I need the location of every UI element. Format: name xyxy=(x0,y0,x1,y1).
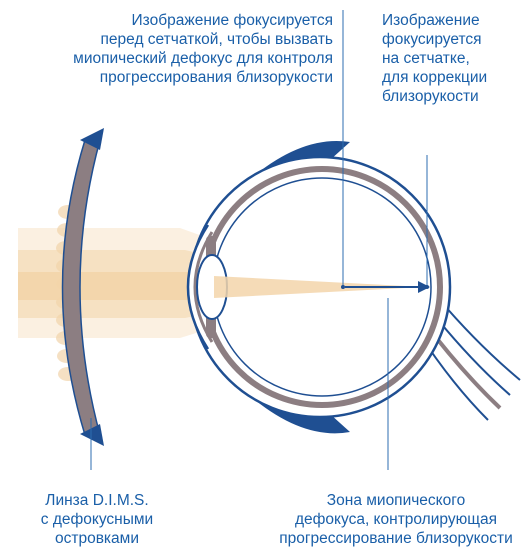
retina-focus-label: Изображение фокусируется на сетчатке, дл… xyxy=(382,11,531,106)
myopic-focus-label: Изображение фокусируется перед сетчаткой… xyxy=(3,11,333,87)
focus-point-retina xyxy=(425,285,429,289)
defocus-zone-label: Зона миопического дефокуса, контролирующ… xyxy=(262,491,530,548)
dims-lens-label: Линза D.I.M.S. с дефокусными островками xyxy=(22,491,172,548)
focus-point-near xyxy=(341,285,345,289)
